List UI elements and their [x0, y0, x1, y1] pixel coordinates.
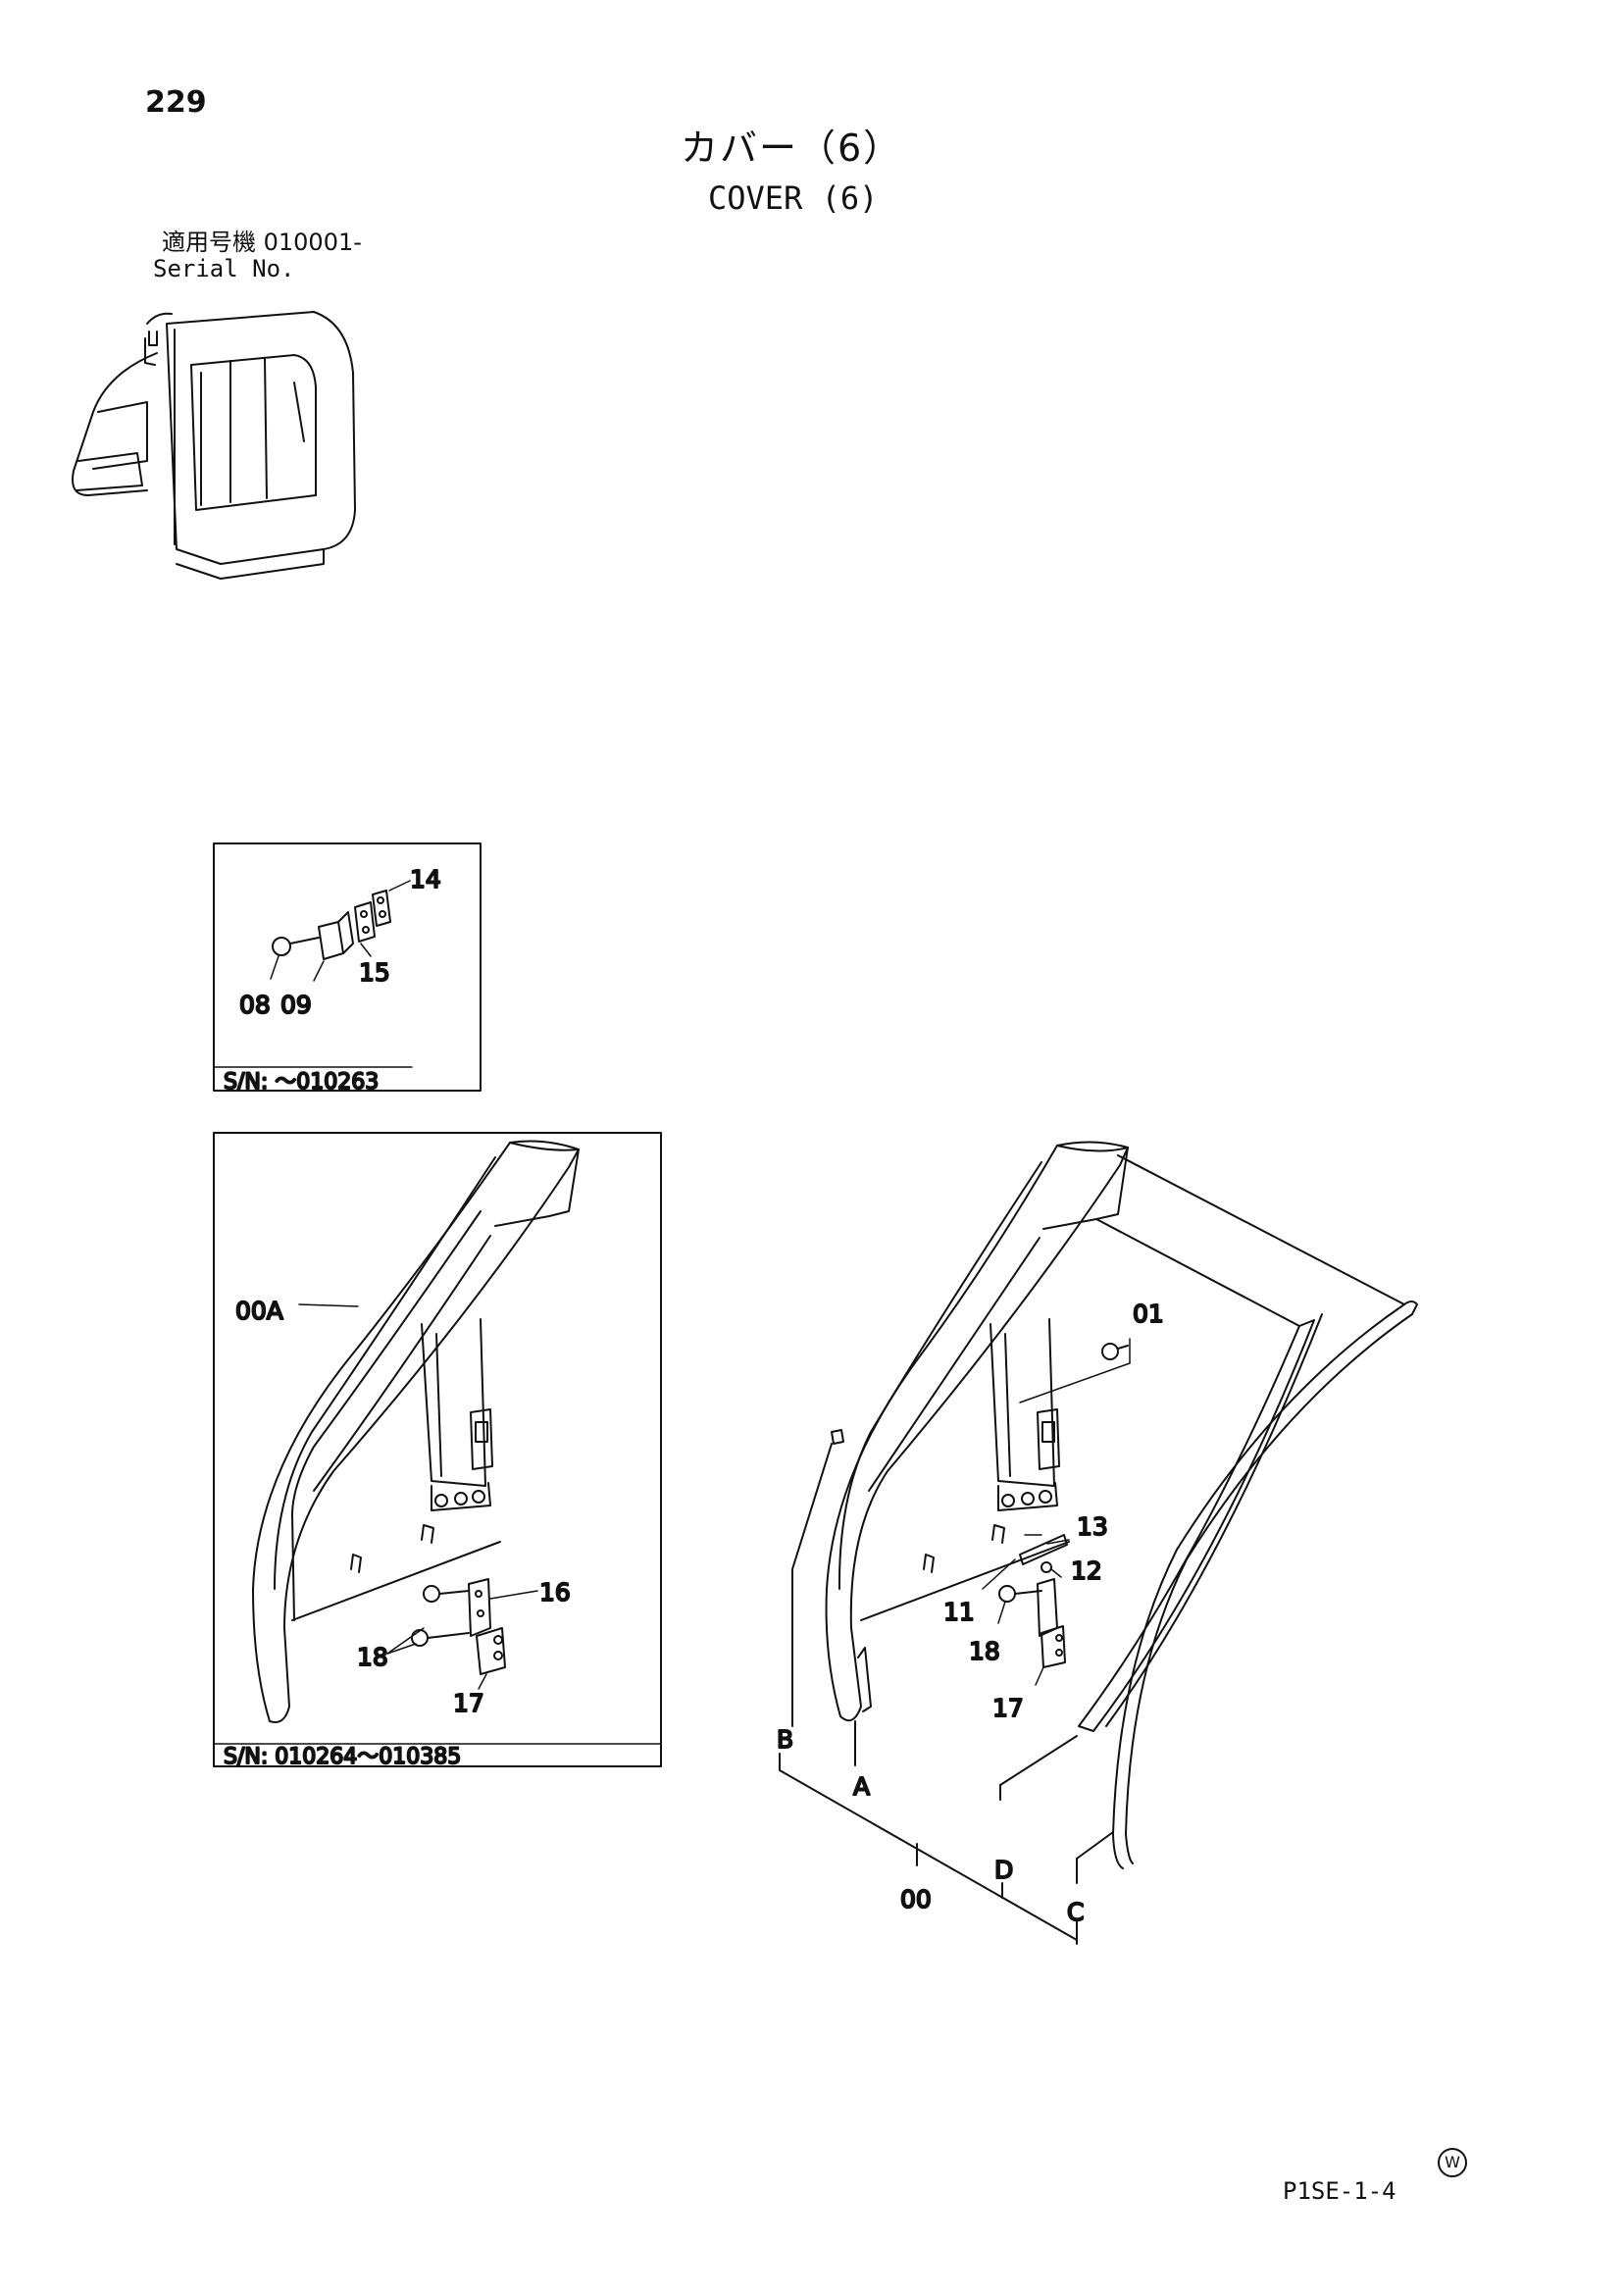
- document-code: P1SE-1-4: [1283, 2177, 1396, 2205]
- callout-08: 08: [239, 991, 271, 1019]
- page-title-japanese: カバー（6）: [681, 127, 903, 170]
- callout-14: 14: [410, 865, 441, 893]
- callout-13: 13: [1077, 1512, 1108, 1541]
- page-number: 229: [145, 85, 207, 120]
- callout-B: B: [777, 1725, 793, 1754]
- serial-label-english: Serial No.: [153, 255, 295, 282]
- excavator-cab-illustration: [72, 311, 356, 580]
- serial-label-japanese: 適用号機 010001-: [162, 229, 362, 256]
- page-title-english: COVER (6): [708, 179, 879, 217]
- latch-assembly-small: [270, 880, 411, 982]
- callout-09: 09: [280, 991, 312, 1019]
- hinge-bracket-inset: [298, 1303, 538, 1690]
- cover-panel-inset: [252, 1140, 580, 1723]
- callout-C: C: [1067, 1898, 1084, 1926]
- callout-18-inset: 18: [357, 1643, 388, 1671]
- callout-01: 01: [1133, 1300, 1164, 1328]
- reference-leaders-main: [779, 1443, 1114, 1945]
- callout-12: 12: [1071, 1556, 1102, 1585]
- callout-15: 15: [359, 958, 390, 987]
- callout-D: D: [994, 1856, 1013, 1884]
- inset-bottom-frame: [213, 1132, 662, 1767]
- w-mark-icon: W: [1438, 2148, 1467, 2177]
- inset-top-serial-range: S/N: ～010263: [224, 1070, 379, 1095]
- callout-11: 11: [943, 1598, 975, 1626]
- callout-18-main: 18: [969, 1637, 1000, 1665]
- callout-00A: 00A: [235, 1297, 283, 1325]
- window-rails-main: [1078, 1154, 1418, 1869]
- cover-panel-main: [825, 1141, 1129, 1722]
- callout-A: A: [853, 1772, 870, 1801]
- inset-top-frame: [213, 842, 482, 1092]
- callout-17-inset: 17: [453, 1689, 484, 1717]
- callout-16: 16: [539, 1578, 571, 1607]
- callout-00: 00: [900, 1885, 932, 1913]
- callout-17-main: 17: [992, 1694, 1024, 1722]
- bolts-and-brackets-main: [831, 1338, 1131, 1686]
- inset-bottom-serial-range: S/N: 010264～010385: [224, 1745, 461, 1769]
